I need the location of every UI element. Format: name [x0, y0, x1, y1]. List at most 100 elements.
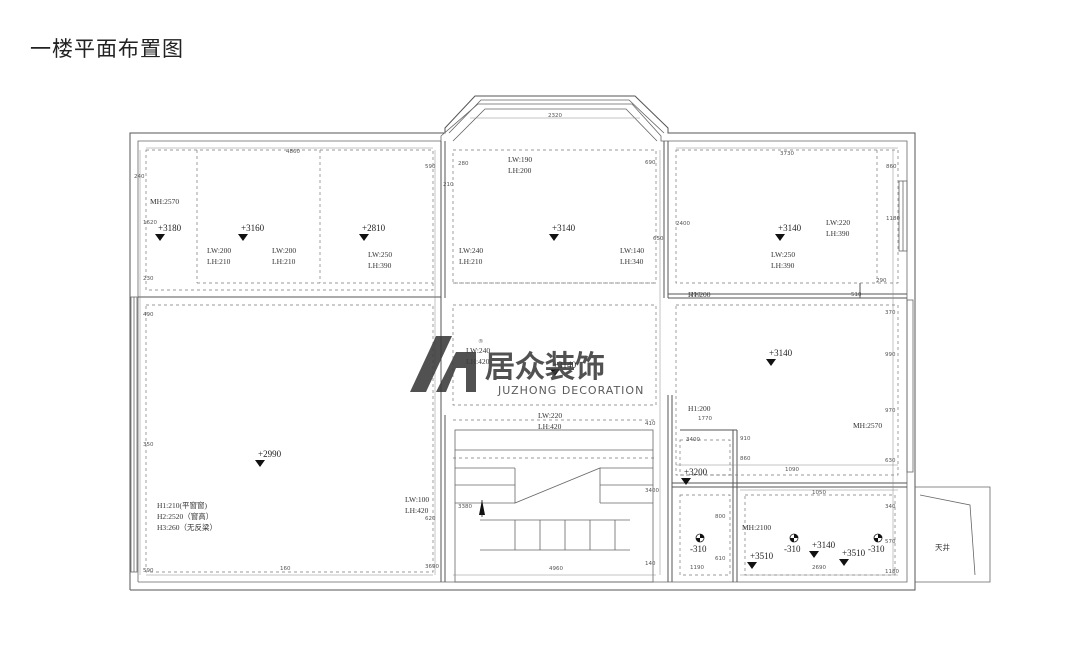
note: LH:420 — [405, 506, 429, 515]
note: MH:2570 — [853, 421, 882, 430]
note: LH:340 — [620, 257, 644, 266]
dim-label: 1620 — [143, 220, 157, 226]
elevation-marker: +3510 — [839, 548, 866, 566]
elevation-markers: +3180 +3160 +2810 +3140 +3140 +3140 +299… — [155, 223, 885, 569]
note: LH:390 — [368, 261, 392, 270]
dim-label: 140 — [645, 561, 656, 567]
svg-text:+3140: +3140 — [552, 223, 576, 233]
note: LH:420 — [538, 422, 562, 431]
brand-name-en: JUZHONG DECORATION — [497, 384, 644, 397]
dim-label: 3400 — [645, 488, 659, 494]
svg-text:+3140: +3140 — [769, 348, 793, 358]
dimension-lines — [139, 117, 898, 576]
note: LW:220 — [826, 218, 850, 227]
note: MH:2100 — [742, 523, 771, 532]
svg-text:+3510: +3510 — [750, 551, 774, 561]
dim-label: 350 — [143, 442, 154, 448]
brand-watermark: 居众装饰 JUZHONG DECORATION ® — [410, 336, 644, 397]
dim-label: 370 — [885, 310, 896, 316]
elevation-marker: +2990 — [255, 449, 282, 467]
svg-text:+3140: +3140 — [553, 360, 577, 370]
dim-label: 280 — [458, 161, 469, 167]
ceiling-outlines — [145, 149, 899, 576]
dim-label: 610 — [715, 556, 726, 562]
note: H1:210(平窗窗) — [157, 500, 207, 510]
note: LW:220 — [538, 411, 562, 420]
dim-label: 3400 — [686, 437, 700, 443]
note: LW:100 — [405, 495, 429, 504]
svg-text:-310: -310 — [690, 544, 707, 554]
note: LW:240 — [459, 246, 483, 255]
dim-label: 650 — [653, 236, 664, 242]
elevation-marker: -310 — [690, 533, 707, 554]
svg-text:+3140: +3140 — [812, 540, 836, 550]
dim-label: 490 — [143, 312, 154, 318]
dim-label: 800 — [715, 514, 726, 520]
note: LH:420 — [466, 357, 490, 366]
note: LH:390 — [826, 229, 850, 238]
dim-label: 860 — [886, 164, 897, 170]
logo-mark-icon — [410, 336, 476, 392]
outer-walls — [129, 95, 916, 591]
elevation-marker: +3510 — [747, 551, 774, 569]
dim-label: 1190 — [690, 565, 704, 571]
dim-label: 340 — [885, 504, 896, 510]
note: LW:140 — [620, 246, 644, 255]
dim-label: 160 — [280, 566, 291, 572]
note: LW:250 — [368, 250, 392, 259]
dim-label: 1090 — [785, 467, 799, 473]
dim-label: 290 — [876, 278, 887, 284]
brand-name: 居众装饰 — [485, 350, 605, 385]
dim-label: 910 — [740, 436, 751, 442]
note: LH:210 — [459, 257, 483, 266]
courtyard: 天井 — [915, 486, 991, 583]
elevation-marker: +3140 — [549, 223, 576, 241]
note: MH:2570 — [150, 197, 179, 206]
svg-text:+2990: +2990 — [258, 449, 282, 459]
dim-label: 1770 — [698, 416, 712, 422]
dim-label: 240 — [134, 174, 145, 180]
elevation-marker: +3140 — [766, 348, 793, 366]
svg-text:+3180: +3180 — [158, 223, 182, 233]
elevation-marker: -310 — [784, 533, 801, 554]
dim-label: 630 — [885, 458, 896, 464]
interior-walls — [130, 141, 914, 582]
dim-label: 570 — [885, 539, 896, 545]
note: H2:2520（窗高） — [157, 511, 213, 521]
dim-label: 970 — [885, 408, 896, 414]
svg-text:+3510: +3510 — [842, 548, 866, 558]
elevation-marker: +3140 — [550, 360, 577, 376]
dim-label: 290 — [690, 292, 701, 298]
dim-label: 4960 — [549, 566, 563, 572]
staircase — [454, 429, 654, 583]
note: H1:200 — [688, 290, 711, 299]
note: LH:390 — [771, 261, 795, 270]
svg-text:+3160: +3160 — [241, 223, 265, 233]
note: LH:210 — [272, 257, 296, 266]
dim-label: 3730 — [780, 151, 794, 157]
note: LW:240 — [466, 346, 490, 355]
dim-label: 990 — [885, 352, 896, 358]
elevation-marker: +3140 — [809, 540, 836, 558]
trademark-mark: ® — [478, 338, 484, 345]
dim-label: 410 — [645, 421, 656, 427]
note: LH:200 — [508, 166, 532, 175]
dim-label: 590 — [425, 164, 436, 170]
dim-label: 690 — [645, 160, 656, 166]
dim-label: 2400 — [676, 221, 690, 227]
dimension-labels: 4860 2320 3730 160 4960 1090 1050 2690 1… — [134, 113, 900, 575]
note: H1:200 — [688, 404, 711, 413]
elevation-marker: +3180 — [155, 223, 182, 241]
elevation-marker: +2810 — [359, 223, 386, 241]
dim-label: 620 — [425, 516, 436, 522]
dim-label: 590 — [143, 568, 154, 574]
note: LW:190 — [508, 155, 532, 164]
svg-text:+3200: +3200 — [684, 467, 708, 477]
dim-label: 4860 — [286, 149, 300, 155]
dim-label: 3380 — [458, 504, 472, 510]
dim-label: 1180 — [885, 569, 899, 575]
dim-label: 2320 — [548, 113, 562, 119]
dim-label: 860 — [740, 456, 751, 462]
dim-label: 1180 — [886, 216, 900, 222]
